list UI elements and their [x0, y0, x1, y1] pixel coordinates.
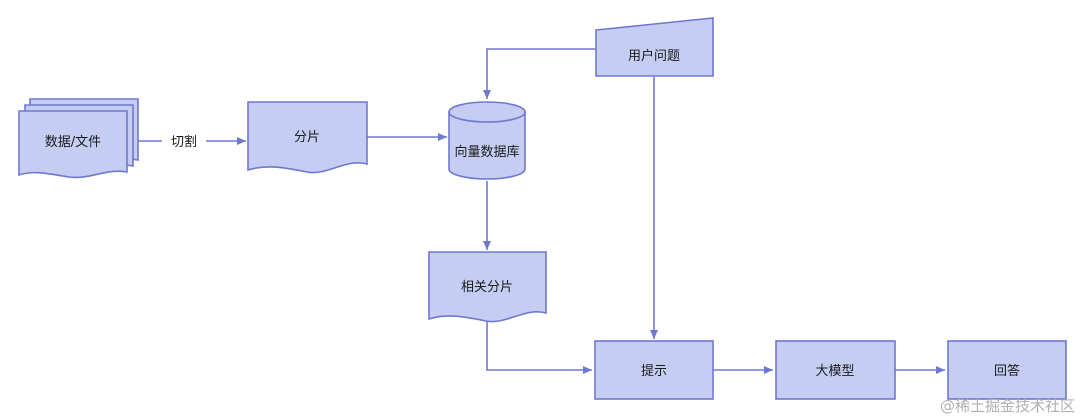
- node-docs[interactable]: 数据/文件: [18, 98, 139, 179]
- node-chunks[interactable]: 分片: [247, 101, 368, 174]
- node-vectordb[interactable]: 向量数据库: [448, 101, 526, 180]
- node-label: 大模型: [815, 364, 854, 379]
- node-related[interactable]: 相关分片: [428, 251, 547, 323]
- process-shape: [775, 340, 896, 400]
- node-prompt[interactable]: 提示: [594, 340, 714, 400]
- node-label: 相关分片: [461, 280, 513, 295]
- node-question[interactable]: 用户问题: [595, 17, 714, 77]
- node-label: 用户问题: [628, 48, 680, 64]
- edge-label-split: 切割: [171, 134, 197, 150]
- edge-question-to-vectordb: [483, 48, 596, 99]
- database-top-rim: [448, 111, 526, 123]
- edge-related-to-prompt: [486, 314, 592, 374]
- node-label: 向量数据库: [454, 144, 519, 160]
- edges: [138, 48, 945, 374]
- node-label: 提示: [641, 363, 667, 379]
- node-llm[interactable]: 大模型: [775, 340, 896, 400]
- process-shape: [594, 340, 714, 400]
- manual-input-shape: [595, 17, 714, 77]
- node-label: 回答: [994, 363, 1020, 379]
- process-shape: [947, 340, 1067, 400]
- database-shape: [448, 101, 526, 180]
- node-answer[interactable]: 回答: [947, 340, 1067, 400]
- node-label: 数据/文件: [45, 135, 101, 150]
- document-shape: [428, 251, 547, 323]
- watermark-text: @稀土掘金技术社区: [940, 397, 1075, 415]
- multi-document-shape: [18, 110, 128, 179]
- document-shape: [247, 101, 368, 174]
- node-label: 分片: [294, 130, 320, 145]
